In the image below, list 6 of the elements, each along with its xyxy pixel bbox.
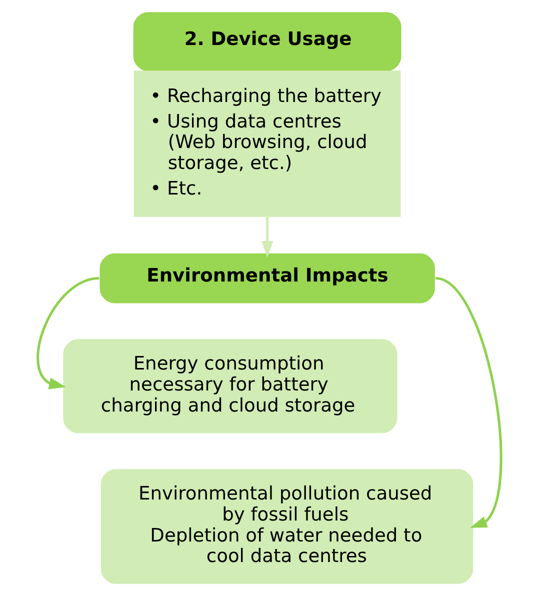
arrow: [36, 277, 100, 390]
arrow: [261, 217, 274, 258]
arrow: [435, 277, 502, 528]
node-box: Environmental Impacts: [100, 253, 435, 304]
node-box: Energy consumption necessary for battery charging and cloud storage: [63, 339, 398, 434]
node-box: Environmental pollution caused by fossil fuels Depletion of water needed to cool data centres: [100, 469, 474, 584]
